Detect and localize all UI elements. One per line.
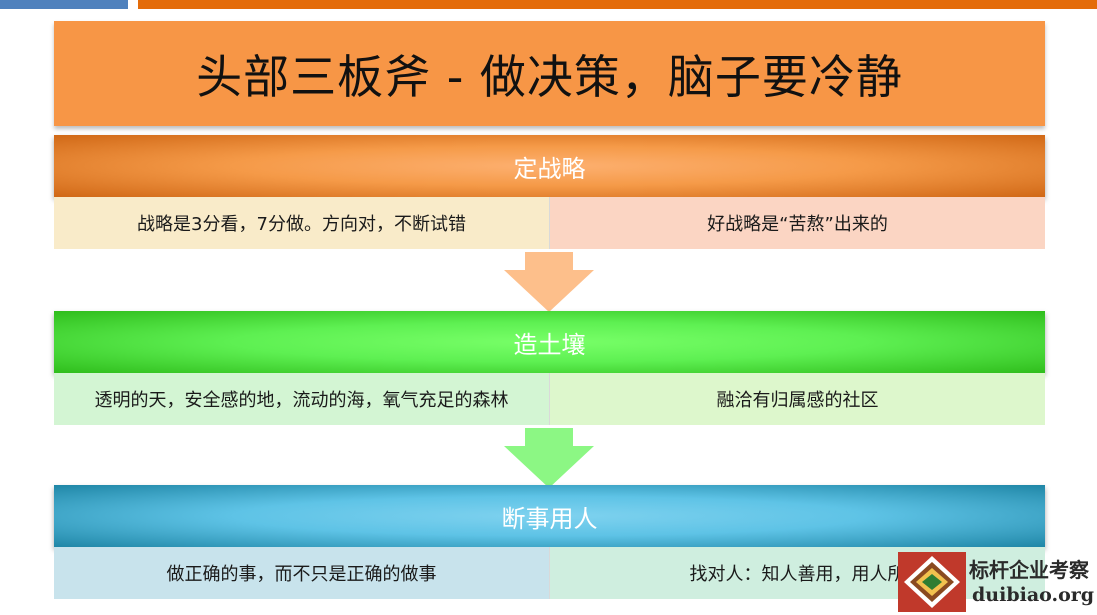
section-header: 定战略: [54, 135, 1045, 197]
section-cell-left: 做正确的事，而不只是正确的做事: [54, 547, 550, 599]
section-soil: 造土壤 透明的天，安全感的地，流动的海，氧气充足的森林 融洽有归属感的社区: [54, 311, 1045, 425]
section-cell-right: 融洽有归属感的社区: [550, 373, 1045, 425]
section-cell-left: 透明的天，安全感的地，流动的海，氧气充足的森林: [54, 373, 550, 425]
section-row: 做正确的事，而不只是正确的做事 找对人：知人善用，用人所: [54, 547, 1045, 599]
down-arrow-icon: [504, 252, 594, 312]
down-arrow-icon: [504, 428, 594, 488]
section-decision: 断事用人 做正确的事，而不只是正确的做事 找对人：知人善用，用人所: [54, 485, 1045, 599]
top-accent-bar-blue: [0, 0, 128, 9]
section-strategy: 定战略 战略是3分看，7分做。方向对，不断试错 好战略是“苦熬”出来的: [54, 135, 1045, 249]
title-banner: 头部三板斧 - 做决策，脑子要冷静: [54, 21, 1045, 126]
watermark-url: duibiao.org: [972, 584, 1095, 606]
top-accent-bar-orange: [138, 0, 1097, 9]
section-header: 造土壤: [54, 311, 1045, 373]
section-row: 战略是3分看，7分做。方向对，不断试错 好战略是“苦熬”出来的: [54, 197, 1045, 249]
section-cell-left: 战略是3分看，7分做。方向对，不断试错: [54, 197, 550, 249]
watermark-logo-icon: [898, 552, 966, 612]
section-row: 透明的天，安全感的地，流动的海，氧气充足的森林 融洽有归属感的社区: [54, 373, 1045, 425]
slide-title: 头部三板斧 - 做决策，脑子要冷静: [196, 49, 903, 104]
section-header: 断事用人: [54, 485, 1045, 547]
watermark: 标杆企业考察 duibiao.org: [898, 552, 1097, 615]
watermark-name: 标杆企业考察: [969, 558, 1089, 582]
section-cell-right: 好战略是“苦熬”出来的: [550, 197, 1045, 249]
